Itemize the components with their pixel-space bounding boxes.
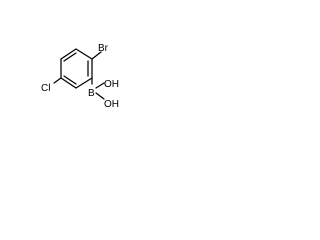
hydroxyl-bottom-label: OH (104, 99, 119, 110)
ring-bond-bottom-right (75, 77, 93, 89)
molecule-svg: Br Cl B OH OH (41, 43, 119, 110)
bond-boron-oh-top (95, 82, 105, 89)
bromine-label: Br (98, 43, 109, 54)
bond-to-chlorine (53, 77, 62, 84)
ring-bond-top-left (60, 48, 77, 60)
double-bond-bottom-left (63, 75, 77, 85)
bond-to-bromine (91, 51, 102, 60)
structure-diagram: Br Cl B OH OH (0, 0, 152, 152)
double-bond-top-left (63, 52, 77, 62)
hydroxyl-top-label: OH (104, 79, 119, 90)
boron-label: B (88, 88, 95, 99)
ring-bond-top-right (75, 48, 93, 60)
ring-bond-bottom-left (60, 77, 77, 89)
chlorine-label: Cl (41, 83, 50, 94)
bond-boron-oh-bottom (95, 92, 105, 100)
